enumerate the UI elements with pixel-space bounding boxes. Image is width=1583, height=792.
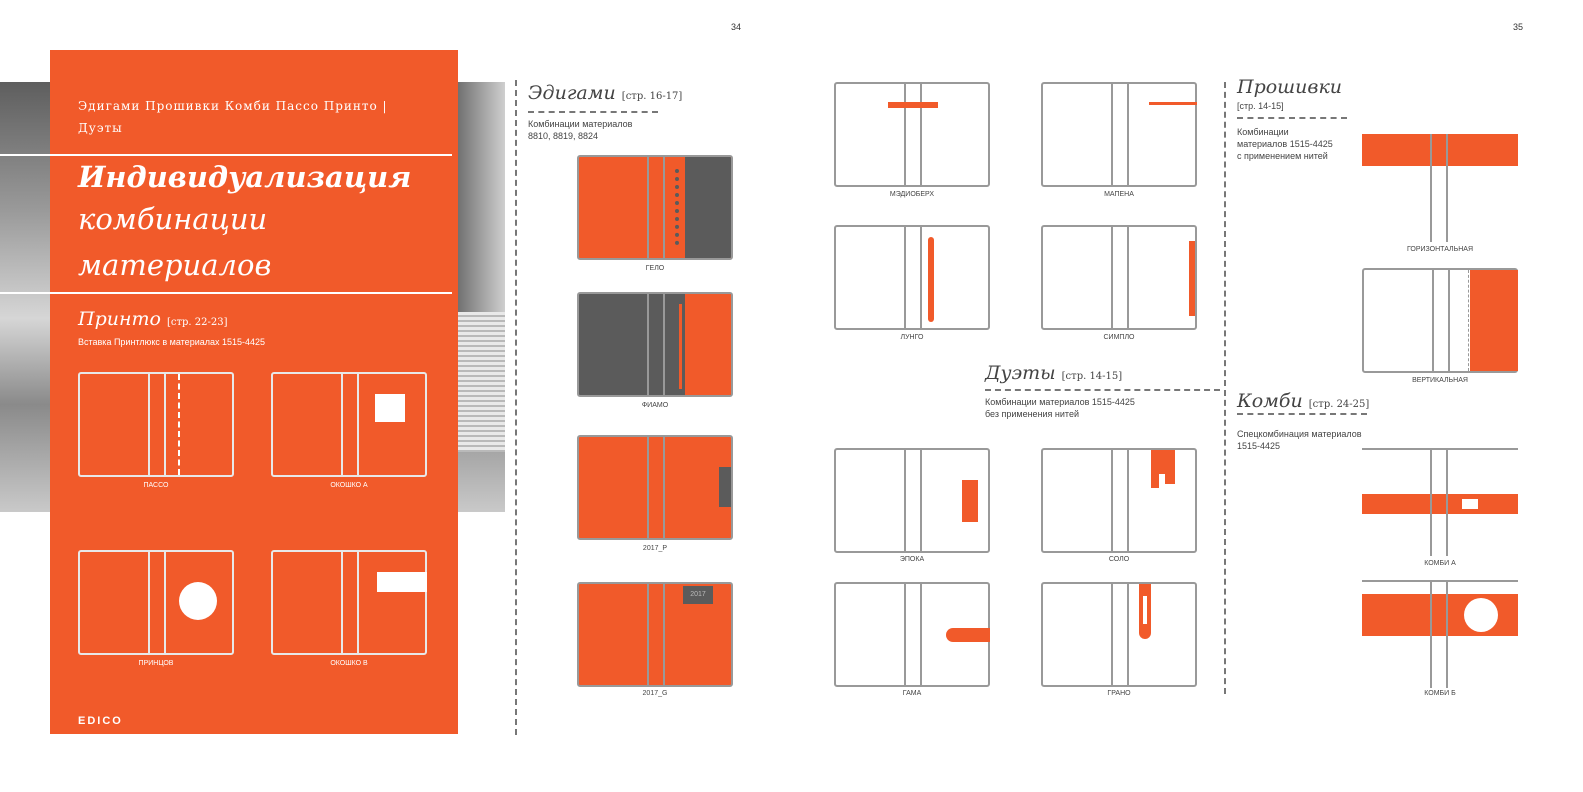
proshivki-heading: Прошивки [1237,76,1343,98]
book-grano [1041,582,1197,687]
separator [1224,82,1226,694]
label-passo: ПАССО [143,482,169,489]
duety-heading: Дуэты [стр. 14-15] [985,362,1123,384]
label-grano: ГРАНО [1107,690,1131,697]
book-mediobergh [834,82,990,187]
kombi-heading: Комби [стр. 24-25] [1237,390,1370,412]
book-solo [1041,448,1197,553]
label-simplo: СИМПЛО [1103,334,1135,341]
label-mapena: МАПЕНА [1104,191,1134,198]
label-fiamo: ФИАМО [641,402,669,409]
edico-logo: EDICO [78,715,123,727]
book-kombi-b [1362,580,1518,688]
label-prinzov: ПРИНЦОВ [138,660,174,667]
separator [1237,413,1367,415]
page-title: Индивидуализация [78,160,412,194]
book-2017-g: 2017 [577,582,733,687]
printo-insert-text: Вставка Принтлюкс в материалах 1515-4425 [78,337,266,347]
label-mediobergh: МЭДИОБЕРХ [889,191,935,198]
category-list: Эдигами Прошивки Комби Пассо Принто | Ду… [78,99,388,135]
book-horizontal [1362,82,1518,242]
book-prinzov [78,550,234,655]
book-fiamo [577,292,733,397]
label-kombi-b: КОМБИ Б [1424,690,1456,697]
label-solo: СОЛО [1108,556,1130,563]
separator [1237,117,1347,119]
book-gelo [577,155,733,260]
label-gelo: ГЕЛО [645,265,665,272]
book-mapena [1041,82,1197,187]
proshivki-pages: [стр. 14-15] [1237,101,1284,111]
book-simplo [1041,225,1197,330]
label-2017-p: 2017_P [642,545,668,552]
book-okoshko-b [271,550,427,655]
book-kombi-a [1362,448,1518,556]
label-gama: ГАМА [902,690,922,697]
printo-heading: Принто [стр. 22-23] [78,308,228,330]
label-epoka: ЭПОКА [899,556,925,563]
orange-info-panel: Эдигами Прошивки Комби Пассо Принто | Ду… [0,50,458,734]
label-lungo: ЛУНГО [900,334,924,341]
label-horizontal: ГОРИЗОНТАЛЬНАЯ [1406,246,1474,253]
label-okoshko-b: ОКОШКО В [330,660,368,667]
book-vertical [1362,268,1518,373]
book-epoka [834,448,990,553]
book-2017-p [577,435,733,540]
divider [0,154,452,156]
label-2017-g: 2017_G [642,690,668,697]
book-passo [78,372,234,477]
page-title-line3: материалов [78,248,272,282]
book-okoshko-a [271,372,427,477]
book-lungo [834,225,990,330]
label-kombi-a: КОМБИ А [1424,560,1456,567]
label-okoshko-a: ОКОШКО А [330,482,368,489]
page-number-left: 34 [731,22,742,32]
label-vertical: ВЕРТИКАЛЬНАЯ [1412,377,1468,384]
separator [528,111,658,113]
divider [0,292,452,294]
edigami-heading: Эдигами [стр. 16-17] [528,82,683,104]
separator [985,389,1220,391]
book-gama [834,582,990,687]
page-number-right: 35 [1513,22,1524,32]
page-title-line2: комбинации [78,202,268,236]
separator [515,80,517,735]
